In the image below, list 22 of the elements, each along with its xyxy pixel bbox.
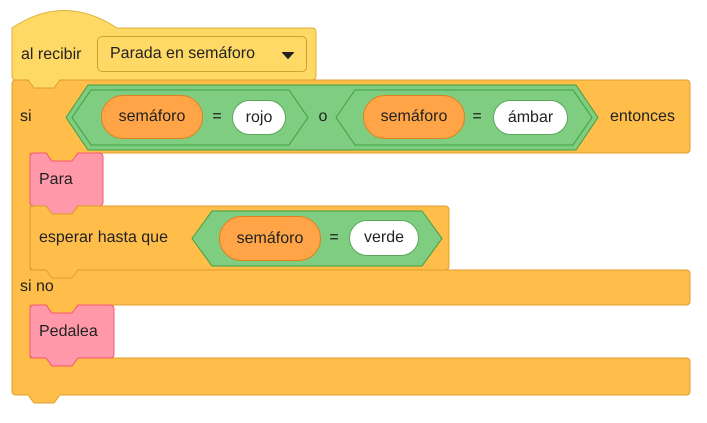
block-label: esperar hasta que xyxy=(39,228,168,248)
equals-operator-block xyxy=(192,211,442,266)
command-block: Para xyxy=(30,153,103,214)
or-operator-block xyxy=(66,85,598,150)
variable-reporter: semáforo xyxy=(363,95,465,139)
if-else-block xyxy=(12,80,690,403)
block-label: si no xyxy=(20,277,54,297)
dropdown-menu: Parada en semáforo xyxy=(97,36,307,72)
operator-label: = xyxy=(211,107,223,127)
equals-operator-block xyxy=(72,90,308,145)
variable-reporter: semáforo xyxy=(219,216,321,261)
block-label: al recibir xyxy=(21,45,82,65)
value-field: ámbar xyxy=(493,100,568,135)
variable-reporter: semáforo xyxy=(101,95,203,139)
block-label: si xyxy=(20,107,32,127)
operator-label: = xyxy=(471,107,483,127)
operator-label: o xyxy=(318,107,328,127)
value-field: verde xyxy=(349,220,419,256)
block-label: entonces xyxy=(610,107,675,127)
operator-label: = xyxy=(328,228,340,248)
equals-operator-block xyxy=(336,90,592,145)
command-block: Pedalea xyxy=(30,305,114,366)
